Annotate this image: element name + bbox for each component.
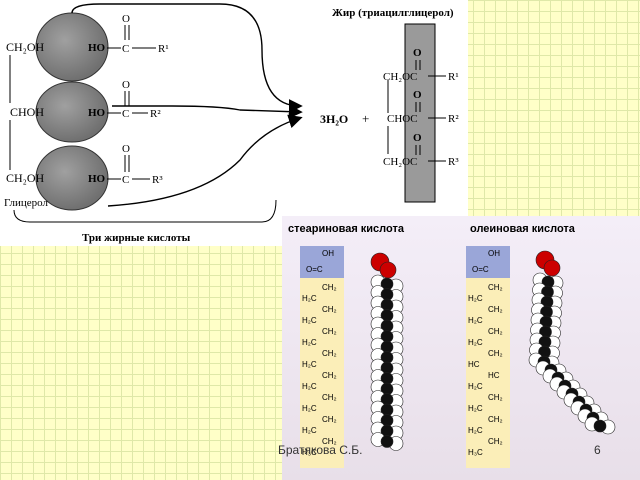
svg-text:O: O xyxy=(413,132,422,144)
svg-text:CH₂OC: CH₂OC xyxy=(383,156,417,168)
acids-label: Три жирные кислоты xyxy=(82,232,191,244)
chain-oc: O=C xyxy=(306,265,323,274)
oleic-space-model xyxy=(528,250,616,435)
chain-group: CH₂ xyxy=(488,437,503,446)
arrow-1 xyxy=(71,3,303,113)
carbon-atom xyxy=(593,419,607,433)
chain-group: CH₂ xyxy=(322,393,337,402)
glycerol-label: Глицерол xyxy=(4,197,49,209)
page-number: 6 xyxy=(594,443,601,457)
plus-sign: + xyxy=(362,111,369,126)
oxygen-atom xyxy=(543,259,561,277)
glycerol-row-3: CH₂OH xyxy=(6,171,45,185)
oxygen-atom xyxy=(379,261,397,279)
arrow-2 xyxy=(112,104,303,119)
ho-1: HO xyxy=(88,42,106,54)
svg-text:O: O xyxy=(413,47,422,59)
svg-text:C: C xyxy=(122,43,129,55)
svg-text:C: C xyxy=(122,174,129,186)
chain-group: H₂C xyxy=(302,316,317,325)
acids-bracket xyxy=(13,199,277,223)
svg-text:R³: R³ xyxy=(152,174,163,186)
chain-group: HC xyxy=(488,371,500,380)
chain-group: H₂C xyxy=(302,338,317,347)
oleic-header xyxy=(466,246,510,278)
author-footer: Братякова С.Б. xyxy=(278,443,363,457)
chain-group: CH₂ xyxy=(488,415,503,424)
chain-group: CH₂ xyxy=(322,437,337,446)
chain-group: H₂C xyxy=(468,316,483,325)
svg-text:O: O xyxy=(122,13,130,25)
chain-group: H₂C xyxy=(302,382,317,391)
stearic-header xyxy=(300,246,344,278)
svg-text:R¹: R¹ xyxy=(448,71,459,83)
chain-group: HC xyxy=(468,360,480,369)
svg-text:R²: R² xyxy=(448,113,459,125)
svg-text:R³: R³ xyxy=(448,156,459,168)
svg-text:R²: R² xyxy=(150,108,161,120)
chain-group: CH₂ xyxy=(322,415,337,424)
stearic-body xyxy=(300,278,344,468)
chain-group: H₂C xyxy=(302,404,317,413)
svg-text:CH₂OC: CH₂OC xyxy=(383,71,417,83)
svg-text:O: O xyxy=(413,89,422,101)
chain-group: H₃C xyxy=(302,448,317,457)
ester-row-2: O CHOC R² xyxy=(387,89,459,125)
stearic-title: стеариновая кислота xyxy=(288,223,405,235)
oleic-body xyxy=(466,278,510,468)
chain-group: H₂C xyxy=(302,426,317,435)
svg-text:CHOC: CHOC xyxy=(387,113,418,125)
chain-oh: OH xyxy=(488,249,500,258)
water: 3H₂O xyxy=(320,112,348,126)
chain-group: H₂C xyxy=(468,338,483,347)
chain-group: H₂C xyxy=(302,294,317,303)
chain-group: CH₂ xyxy=(488,349,503,358)
glycerol-row-2: CHOH xyxy=(10,105,44,119)
ester-row-3: O CH₂OC R³ xyxy=(383,132,459,168)
chain-group: CH₂ xyxy=(488,393,503,402)
carbon-atom xyxy=(380,435,394,448)
oleic-title: олеиновая кислота xyxy=(470,223,576,235)
svg-text:O: O xyxy=(122,79,130,91)
arrow-3 xyxy=(107,114,303,207)
ho-2: HO xyxy=(88,107,106,119)
svg-text:O: O xyxy=(122,143,130,155)
chain-group: CH₂ xyxy=(488,283,503,292)
chain-group: H₂C xyxy=(302,360,317,369)
acid-3: O C R³ xyxy=(107,143,163,186)
chain-group: H₂C xyxy=(468,404,483,413)
oval-3 xyxy=(35,145,109,211)
chain-oh: OH xyxy=(322,249,334,258)
ester-row-1: O CH₂OC R¹ xyxy=(383,47,459,83)
chain-group: CH₂ xyxy=(322,371,337,380)
chain-group: CH₂ xyxy=(488,327,503,336)
svg-text:C: C xyxy=(122,108,129,120)
chain-group: CH₂ xyxy=(322,305,337,314)
chain-oc: O=C xyxy=(472,265,489,274)
chain-group: H₂C xyxy=(468,426,483,435)
fat-title: Жир (триацилглицерол) xyxy=(332,7,454,19)
chain-group: CH₂ xyxy=(322,327,337,336)
acid-1: O C R¹ xyxy=(107,13,169,55)
oleic-chain: OH O=C CH₂ H₂C CH₂ H₂C CH₂ H₂C CH₂ HC HC H₂C CH₂ H₂C C… xyxy=(468,249,503,457)
stearic-chain: OH O=C CH₂ H₂C CH₂ H₂C CH₂ H₂C CH₂ H₂C CH₂ H₂C CH₂ H₂… xyxy=(302,249,337,457)
chain-group: CH₂ xyxy=(322,283,337,292)
ester-box xyxy=(404,23,436,203)
svg-text:R¹: R¹ xyxy=(158,43,169,55)
stearic-space-model xyxy=(370,252,404,451)
chain-group: CH₂ xyxy=(322,349,337,358)
acid-2: O C R² xyxy=(107,79,161,120)
chain-group: H₃C xyxy=(468,448,483,457)
glycerol-row-1: CH₂OH xyxy=(6,40,45,54)
chain-group: CH₂ xyxy=(488,305,503,314)
ho-3: HO xyxy=(88,173,106,185)
chain-group: H₂C xyxy=(468,382,483,391)
chain-group: H₂C xyxy=(468,294,483,303)
oval-2 xyxy=(35,81,109,143)
